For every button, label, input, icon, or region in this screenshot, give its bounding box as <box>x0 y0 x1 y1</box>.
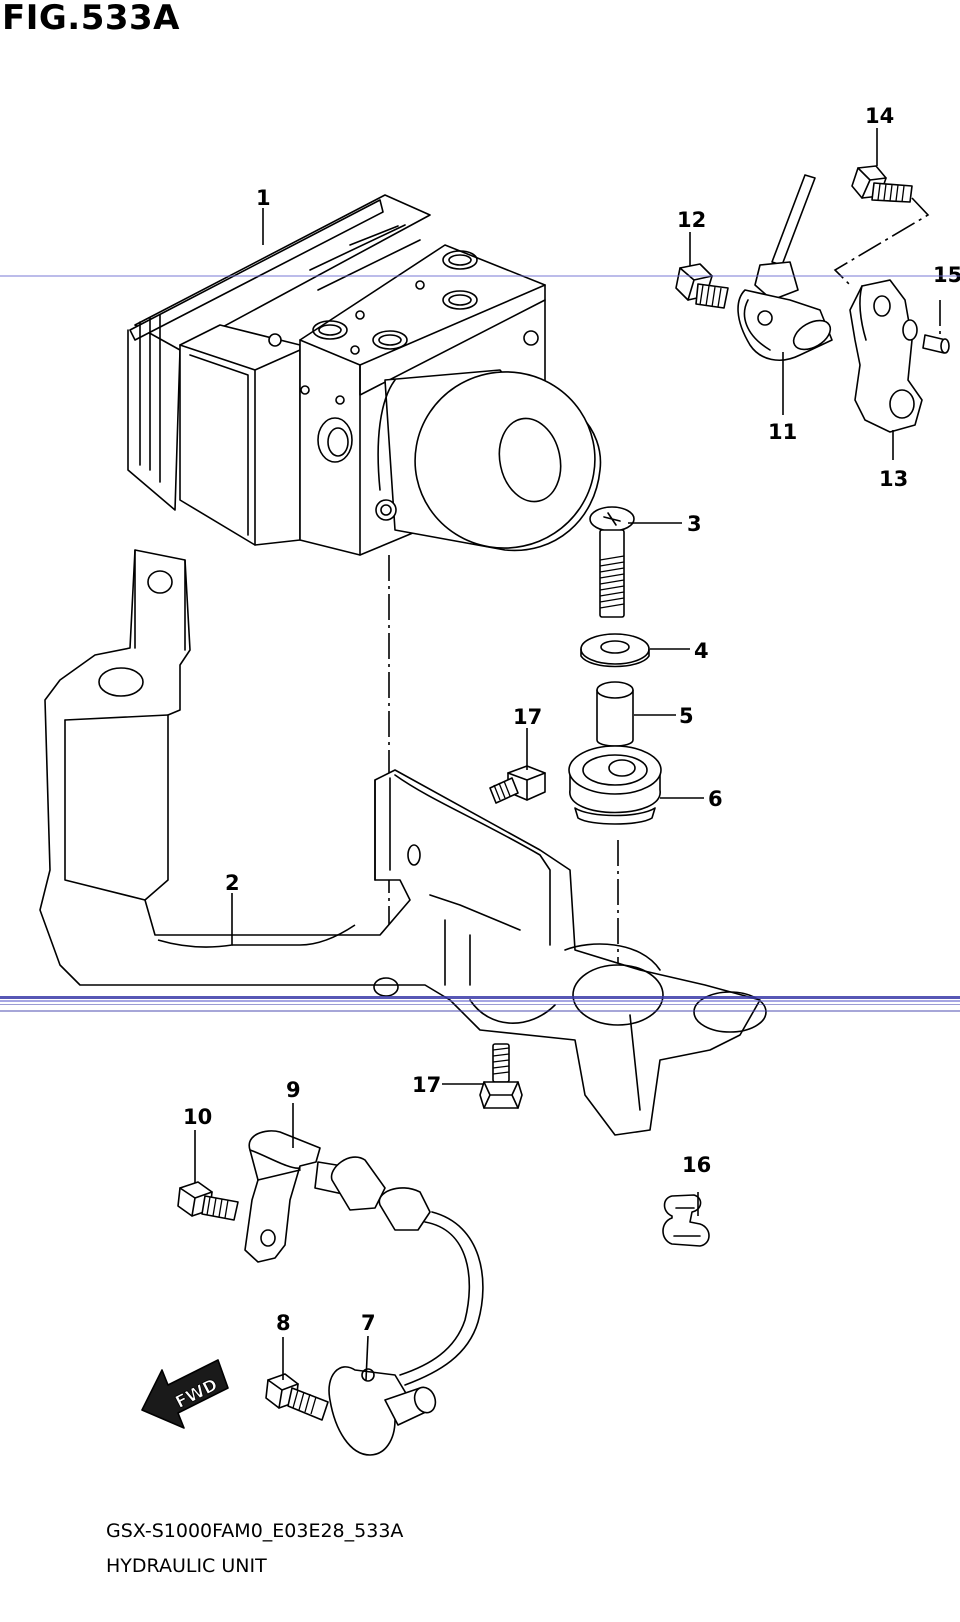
dowel-pin-15-drawing[interactable] <box>922 300 950 354</box>
callout-15: 15 <box>933 263 960 287</box>
sensor-clamp-9-drawing[interactable] <box>244 1130 321 1263</box>
bolt-3-drawing[interactable] <box>589 506 635 618</box>
callout-14: 14 <box>865 104 894 128</box>
leader-lines <box>157 128 894 1381</box>
bolt-8-drawing[interactable] <box>265 1373 329 1421</box>
model-code: GSX-S1000FAM0_E03E28_533A <box>106 1520 404 1542</box>
callout-11: 11 <box>768 420 797 444</box>
bolt-14-drawing[interactable] <box>851 165 913 203</box>
callout-4: 4 <box>694 639 709 663</box>
bolt-17-upper-drawing[interactable] <box>489 765 546 804</box>
forward-direction-arrow: FWD <box>141 1359 229 1429</box>
bolt-10-drawing[interactable] <box>177 1181 239 1221</box>
bolt-12-drawing[interactable] <box>675 263 729 309</box>
hydraulic-unit-drawing[interactable] <box>127 194 611 565</box>
callout-2: 2 <box>225 871 240 895</box>
spacer-5-drawing[interactable] <box>596 681 634 747</box>
callout-5: 5 <box>679 704 694 728</box>
callout-1: 1 <box>256 186 271 210</box>
bracket-drawing[interactable] <box>39 549 767 1136</box>
rear-sensor-7-drawing[interactable] <box>314 1156 484 1456</box>
callout-17-upper: 17 <box>513 705 542 729</box>
section-title: HYDRAULIC UNIT <box>106 1555 267 1577</box>
callout-6: 6 <box>708 787 723 811</box>
callout-10: 10 <box>183 1105 212 1129</box>
callout-numbers: 1 2 3 4 5 6 7 8 9 10 11 12 13 14 15 16 1… <box>183 104 960 1335</box>
callout-7: 7 <box>361 1311 376 1335</box>
callout-9: 9 <box>286 1078 301 1102</box>
sensor-bracket-13-drawing[interactable] <box>849 279 923 433</box>
clamp-16-drawing[interactable] <box>662 1194 710 1247</box>
cushion-6-drawing[interactable] <box>568 745 662 825</box>
washer-4-drawing[interactable] <box>580 633 650 668</box>
callout-17-lower: 17 <box>412 1073 441 1097</box>
callout-3: 3 <box>687 512 702 536</box>
callout-8: 8 <box>276 1311 291 1335</box>
bolt-17-lower-drawing[interactable] <box>479 1043 523 1109</box>
scan-artifact-band <box>0 275 960 1012</box>
callout-16: 16 <box>682 1153 711 1177</box>
callout-12: 12 <box>677 208 706 232</box>
front-sensor-11-drawing[interactable] <box>737 174 835 361</box>
figure-title: FIG.533A <box>2 0 180 38</box>
callout-13: 13 <box>879 467 908 491</box>
